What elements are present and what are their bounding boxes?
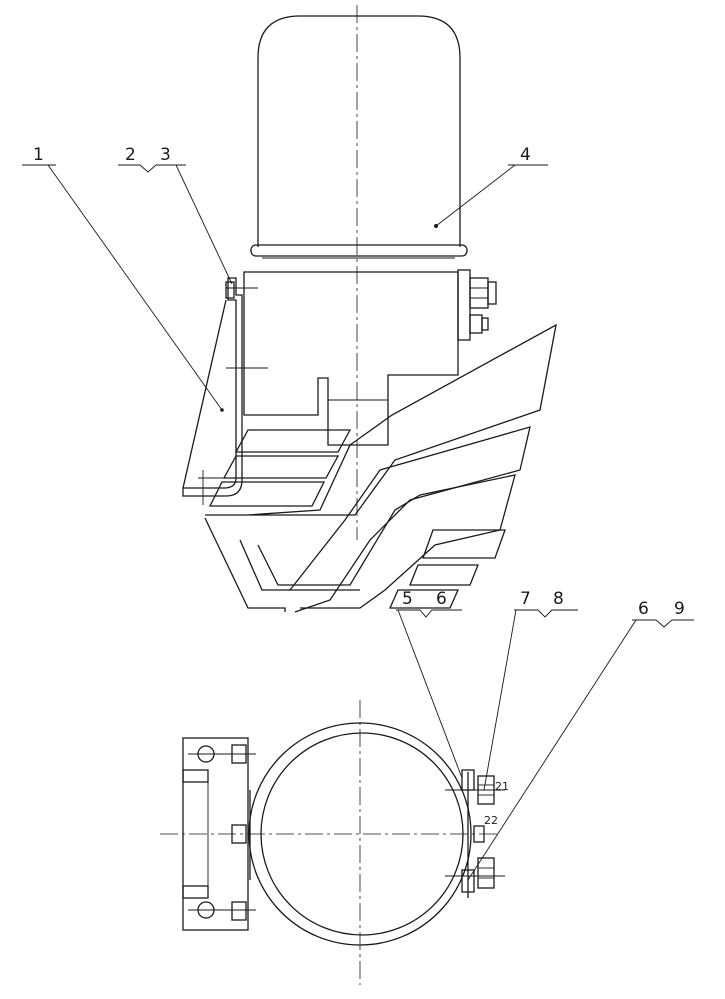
frame-strip-1 [234,429,352,453]
leader-1-dot [220,408,224,412]
leader-1 [47,164,223,411]
bracket-block [182,737,249,931]
label-part-5: 5 [402,589,413,609]
right-fitting-nut-lower [477,857,495,889]
frame-outer-left [204,517,286,612]
leader-78 [483,609,517,791]
leader-56-underline [396,609,462,618]
bracket-plate [182,277,243,497]
leader-23-underline [118,164,186,173]
label-part-6a: 6 [436,589,447,609]
label-part-3: 3 [160,145,171,165]
frame-strip-3 [208,481,326,507]
canister-circle [260,732,464,936]
fitting-cap-lower [481,317,489,331]
leader-69-underline [632,619,694,628]
label-part-6b: 6 [638,599,649,619]
frame-outer-upper [205,323,557,516]
frame-chevron-1 [239,426,531,613]
label-part-4: 4 [520,145,531,165]
mount-block [243,271,459,446]
fitting-cap-upper [487,281,497,305]
frame-chevron-2 [257,474,516,609]
leader-4 [435,164,516,227]
label-size-21: 21 [495,780,509,793]
right-fitting-base-2 [461,869,475,893]
clamp-band-outer [248,722,472,946]
frame-panel-right-1 [422,529,506,559]
frame-strip-2 [222,455,340,479]
bracket-bolt-3 [231,901,247,921]
leader-78-underline [514,609,578,618]
label-part-7: 7 [520,589,531,609]
label-part-8: 8 [553,589,564,609]
fitting-plate [457,269,471,341]
leader-23 [175,164,233,285]
bracket-bolt-head [225,281,235,299]
lower-view [160,700,505,985]
bracket-arm [182,299,227,489]
frame-panel-right-2 [409,564,479,586]
leader-4-dot [434,224,438,228]
bracket-slot-bottom [182,885,209,899]
label-part-2: 2 [125,145,136,165]
leader-69 [467,619,637,881]
frame-panel-right-3 [388,589,460,609]
bracket-bolt-2 [231,824,247,844]
label-size-22: 22 [484,814,498,827]
fitting-nut-lower [469,314,483,334]
part-labels: 1 2 3 4 5 6 7 8 6 9 21 22 [33,145,685,827]
label-part-9: 9 [674,599,685,619]
right-fitting-nut-22 [473,825,485,843]
canister-collar [250,244,468,257]
bracket-slot-top [182,769,209,783]
canister-body [257,15,461,247]
fitting-nut-upper [469,277,489,309]
leader-56 [397,609,463,779]
upper-view [182,5,557,613]
leader-lines [22,164,694,881]
label-part-1: 1 [33,145,44,165]
